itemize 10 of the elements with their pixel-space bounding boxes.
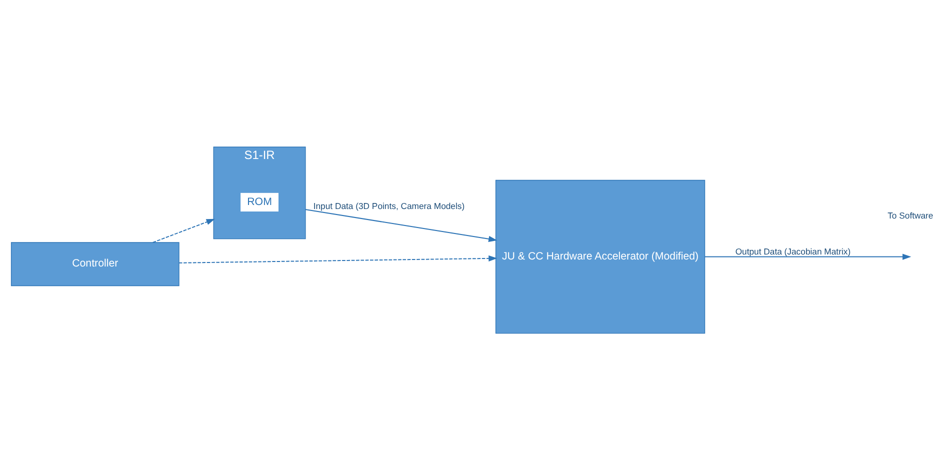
arrow <box>704 253 912 260</box>
edge-label: Output Data (Jacobian Matrix) <box>735 246 851 256</box>
arrow <box>152 218 216 242</box>
label: To Software <box>888 210 934 220</box>
node-box: Controller <box>10 242 180 286</box>
arrow <box>178 254 498 263</box>
arrow <box>304 208 498 242</box>
node-box: ROM <box>240 192 280 212</box>
edge-label: Input Data (3D Points, Camera Models) <box>313 200 465 211</box>
node-box: JU & CC Hardware Accelerator (Modified) <box>495 179 706 334</box>
